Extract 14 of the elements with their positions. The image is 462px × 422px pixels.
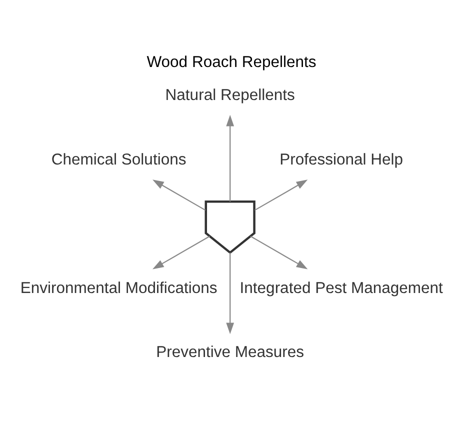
node-text: Integrated Pest Management [239,279,442,296]
node-text: Environmental Modifications [20,279,217,296]
arrow [250,235,308,269]
arrow [226,114,234,201]
diagram-title: Wood Roach Repellents [146,53,316,70]
arrow [152,235,210,269]
node-text: Chemical Solutions [50,150,186,168]
arrow [152,179,206,210]
node-text: Natural Repellents [164,86,294,104]
node-text: Professional Help [279,150,403,168]
arrow [254,179,308,210]
node-shield [204,200,255,254]
node-text: Preventive Measures [156,344,304,361]
arrow [226,252,234,334]
